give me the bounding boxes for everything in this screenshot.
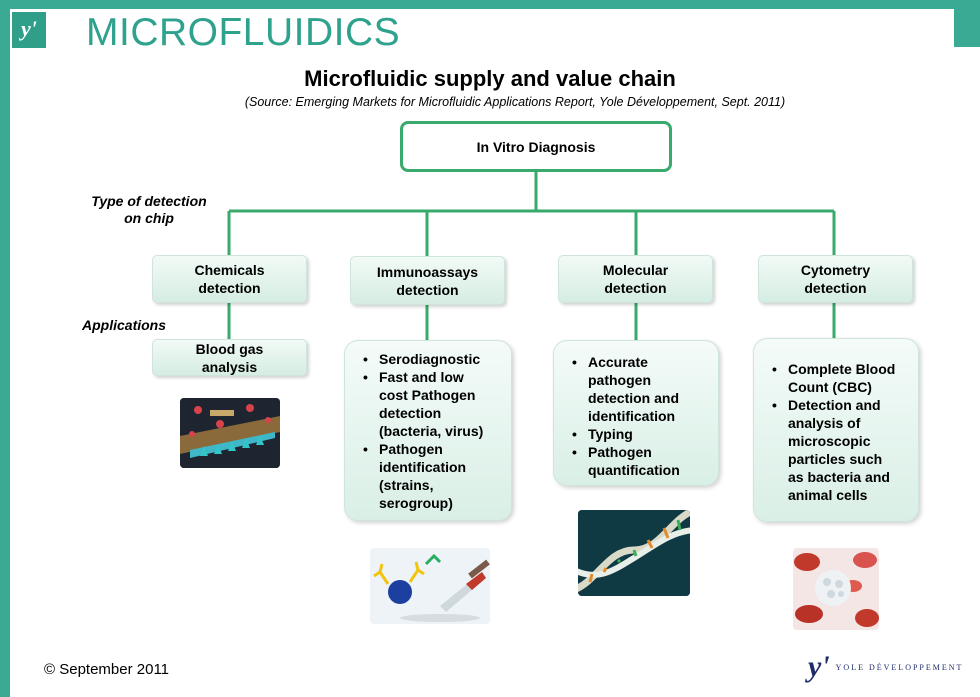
category-label-line2: detection [396, 281, 459, 298]
row-label-detection: Type of detection on chip [84, 193, 214, 227]
category-label-line1: Chemicals [194, 262, 265, 278]
list-item-line: identification [588, 408, 676, 424]
list-item-line: serogroup) [379, 495, 453, 511]
list-item-line: identification [379, 459, 467, 475]
list-item: Serodiagnostic [357, 350, 505, 368]
list-item-line: Pathogen [379, 441, 443, 457]
top-border [0, 0, 980, 9]
application-list-cytometry: Complete Blood Count (CBC) Detection and… [753, 338, 919, 522]
row-label-detection-line1: Type of detection [91, 193, 207, 209]
category-molecular-detection: Molecular detection [558, 255, 713, 303]
antibody-syringe-illustration [370, 548, 490, 624]
list-item-line: microscopic [788, 433, 871, 449]
corner-accent-block [954, 9, 980, 47]
category-label-line1: Cytometry [800, 262, 871, 278]
list-item-line: animal cells [788, 487, 868, 503]
chip-circuit-illustration [180, 398, 280, 468]
list-item-line: Complete Blood [788, 361, 896, 377]
category-label-line1: Immunoassays [376, 263, 479, 280]
section-title: MICROFLUIDICS [86, 11, 401, 54]
application-label-line1: Blood gas [195, 340, 264, 357]
application-list-immunoassays: Serodiagnostic Fast and low cost Pathoge… [344, 340, 512, 521]
list-item-line: particles such [788, 451, 883, 467]
list-item: Typing [566, 425, 712, 443]
list-item-line: Accurate [588, 354, 648, 370]
row-label-applications: Applications [82, 317, 167, 333]
list-item-line: quantification [588, 462, 680, 478]
application-list-molecular: Accurate pathogen detection and identifi… [553, 340, 719, 486]
yole-corner-logo: y' [12, 12, 46, 48]
list-item-line: Typing [588, 426, 633, 442]
footer-copyright: © September 2011 [44, 661, 170, 678]
list-item: Fast and low cost Pathogen detection (ba… [357, 368, 505, 440]
dna-helix-illustration [578, 510, 690, 596]
list-item: Pathogen quantification [566, 443, 712, 479]
list-item: Pathogen identification (strains, serogr… [357, 440, 505, 512]
row-label-detection-line2: on chip [124, 210, 174, 226]
category-cytometry-detection: Cytometry detection [758, 255, 913, 303]
blood-cells-illustration [793, 548, 879, 630]
category-label-line2: detection [804, 280, 867, 296]
list-item-line: Detection and [788, 397, 881, 413]
list-item: Detection and analysis of microscopic pa… [766, 396, 914, 504]
category-label-line1: Molecular [602, 262, 669, 278]
list-item: Accurate pathogen detection and identifi… [566, 353, 712, 425]
list-item-line: pathogen [588, 372, 651, 388]
list-item-line: detection [379, 405, 442, 421]
company-name: YOLE DÉVELOPPEMENT [835, 662, 964, 672]
company-logo-mark: y' [808, 650, 830, 683]
list-item-line: as bacteria and [788, 469, 890, 485]
list-item-line: detection and [588, 390, 680, 406]
list-item-line: Fast and low [379, 369, 464, 385]
diagram-title: Microfluidic supply and value chain [304, 66, 676, 91]
list-item-line: Pathogen [588, 444, 652, 460]
application-label-line2: analysis [201, 358, 258, 375]
left-border [0, 0, 10, 697]
list-item-line: Count (CBC) [788, 379, 872, 395]
company-logo: y' YOLE DÉVELOPPEMENT [808, 652, 963, 682]
list-item-line: analysis of [788, 415, 861, 431]
list-item-line: (strains, [379, 477, 434, 493]
list-item-line: (bacteria, virus) [379, 423, 484, 439]
list-item-line: Serodiagnostic [379, 351, 481, 367]
root-node-in-vitro-diagnosis: In Vitro Diagnosis [400, 121, 672, 172]
list-item: Complete Blood Count (CBC) [766, 360, 914, 396]
category-chemicals-detection: Chemicals detection [152, 255, 307, 303]
category-label-line2: detection [604, 280, 667, 296]
category-label-line2: detection [198, 280, 261, 296]
list-item-line: cost Pathogen [379, 387, 476, 403]
diagram-source: (Source: Emerging Markets for Microfluid… [244, 95, 786, 109]
